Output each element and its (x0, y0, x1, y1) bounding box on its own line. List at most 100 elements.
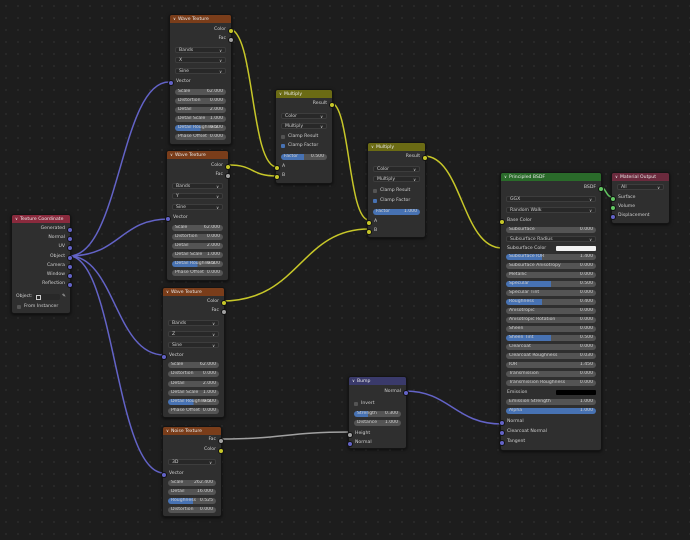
wave-type-dropdown[interactable]: Bands∨ (175, 47, 226, 53)
input-socket[interactable] (609, 213, 616, 220)
node-header[interactable]: ∨Principled BSDF (501, 173, 601, 181)
multiply-node-1[interactable]: ∨Multiply Result Color∨ Multiply∨ Clamp … (273, 89, 335, 184)
clamp-result-checkbox[interactable]: Clamp Result (281, 134, 318, 140)
direction-dropdown[interactable]: Z∨ (168, 331, 219, 337)
data-type-dropdown[interactable]: Color∨ (281, 113, 327, 119)
input-socket[interactable] (273, 164, 280, 171)
input-socket[interactable] (365, 228, 372, 235)
output-socket[interactable] (66, 235, 73, 242)
output-socket[interactable] (66, 244, 73, 251)
input-socket[interactable] (167, 79, 174, 86)
dimensions-dropdown[interactable]: 3D∨ (168, 459, 216, 465)
output-socket[interactable] (66, 254, 73, 261)
collapse-chevron-icon[interactable]: ∨ (279, 91, 282, 96)
profile-dropdown[interactable]: Sine∨ (168, 342, 219, 348)
collapse-chevron-icon[interactable]: ∨ (504, 174, 507, 179)
collapse-chevron-icon[interactable]: ∨ (166, 428, 169, 433)
collapse-chevron-icon[interactable]: ∨ (15, 216, 18, 221)
wave-texture-node-2[interactable]: ∨Wave Texture Color Fac Bands∨ Y∨ Sine∨ … (164, 150, 231, 281)
target-dropdown[interactable]: All∨ (617, 184, 664, 190)
input-socket[interactable] (164, 215, 171, 222)
collapse-chevron-icon[interactable]: ∨ (615, 174, 618, 179)
output-socket[interactable] (227, 36, 234, 43)
clamp-factor-checkbox[interactable]: Clamp Factor (281, 143, 318, 149)
output-socket[interactable] (66, 272, 73, 279)
wave-type-dropdown[interactable]: Bands∨ (168, 320, 219, 326)
wave-type-dropdown[interactable]: Bands∨ (172, 183, 223, 189)
node-header[interactable]: ∨Wave Texture (167, 151, 228, 159)
input-socket[interactable] (498, 439, 505, 446)
object-picker-field[interactable] (34, 293, 60, 300)
principled-bsdf-node[interactable]: ∨Principled BSDF BSDF GGX∨ Random Walk∨ … (498, 172, 604, 451)
from-instancer-checkbox[interactable]: From Instancer (17, 304, 58, 310)
node-header[interactable]: ∨Multiply (368, 143, 425, 151)
output-socket[interactable] (66, 281, 73, 288)
input-socket[interactable] (346, 440, 353, 447)
invert-checkbox[interactable]: Invert (354, 401, 375, 407)
output-socket[interactable] (66, 263, 73, 270)
node-header[interactable]: ∨Multiply (276, 90, 332, 98)
input-socket[interactable] (498, 218, 505, 225)
texture-coordinate-node[interactable]: ∨Texture Coordinate Generated Normal UV … (11, 214, 73, 314)
clamp-factor-checkbox[interactable]: Clamp Factor (373, 198, 410, 204)
profile-dropdown[interactable]: Sine∨ (175, 68, 226, 74)
output-socket[interactable] (224, 163, 231, 170)
output-socket[interactable] (328, 101, 335, 108)
noise-texture-node[interactable]: ∨Noise Texture Fac Color 3D∨ Vector Scal… (160, 426, 224, 517)
input-socket[interactable] (273, 173, 280, 180)
output-socket[interactable] (597, 185, 604, 192)
collapse-chevron-icon[interactable]: ∨ (170, 152, 173, 157)
wave-texture-node-1[interactable]: ∨Wave Texture Color Fac Bands∨ X∨ Sine∨ … (167, 14, 234, 145)
emission-color-swatch[interactable] (556, 390, 596, 395)
multiply-node-2[interactable]: ∨Multiply Result Color∨ Multiply∨ Clamp … (365, 142, 428, 238)
eyedropper-icon[interactable]: ✎ (62, 294, 66, 299)
collapse-chevron-icon[interactable]: ∨ (371, 144, 374, 149)
input-socket[interactable] (160, 471, 167, 478)
direction-dropdown[interactable]: Y∨ (172, 193, 223, 199)
output-socket[interactable] (224, 172, 231, 179)
output-socket[interactable] (220, 308, 227, 315)
output-socket[interactable] (402, 389, 409, 396)
node-header[interactable]: ∨Texture Coordinate (12, 215, 70, 223)
collapse-chevron-icon[interactable]: ∨ (352, 378, 355, 383)
collapse-chevron-icon[interactable]: ∨ (173, 16, 176, 21)
input-socket[interactable] (609, 204, 616, 211)
node-header[interactable]: ∨Wave Texture (163, 288, 224, 296)
blend-mode-dropdown[interactable]: Multiply∨ (281, 123, 327, 129)
subsurface-radius-dropdown[interactable]: Subsurface Radius∨ (506, 236, 596, 242)
